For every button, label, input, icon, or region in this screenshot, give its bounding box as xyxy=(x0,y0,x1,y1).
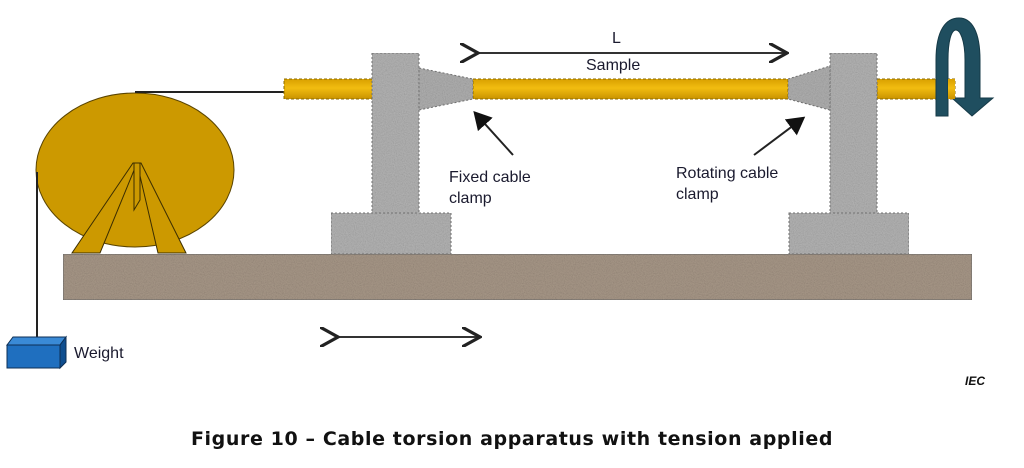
sample-label: Sample xyxy=(586,57,640,74)
fixed-clamp-label-line2: clamp xyxy=(449,190,492,207)
weight-block xyxy=(6,335,67,370)
rotating-clamp-stand xyxy=(787,52,910,255)
base-platform xyxy=(62,253,973,301)
length-label: L xyxy=(612,30,621,47)
cable-right-end-overlap xyxy=(948,79,955,99)
fixed-clamp-pointer xyxy=(473,111,514,156)
rotating-clamp-label-line1: Rotating cable xyxy=(676,165,778,182)
fixed-clamp-jaw xyxy=(418,67,474,111)
fixed-clamp-label-line1: Fixed cable xyxy=(449,169,531,186)
fixed-clamp-stand xyxy=(330,52,474,255)
iec-credit: IEC xyxy=(965,374,985,388)
rotation-arrow-icon xyxy=(935,17,995,117)
rotating-clamp-pointer xyxy=(753,116,806,156)
rotating-clamp-jaw xyxy=(787,65,831,111)
drum-stand xyxy=(71,162,187,254)
figure-caption: Figure 10 – Cable torsion apparatus with… xyxy=(191,428,833,450)
cable-left-end xyxy=(283,78,375,100)
sample-cable xyxy=(472,78,789,100)
weight-label: Weight xyxy=(74,345,124,362)
rotating-clamp-label-line2: clamp xyxy=(676,186,719,203)
